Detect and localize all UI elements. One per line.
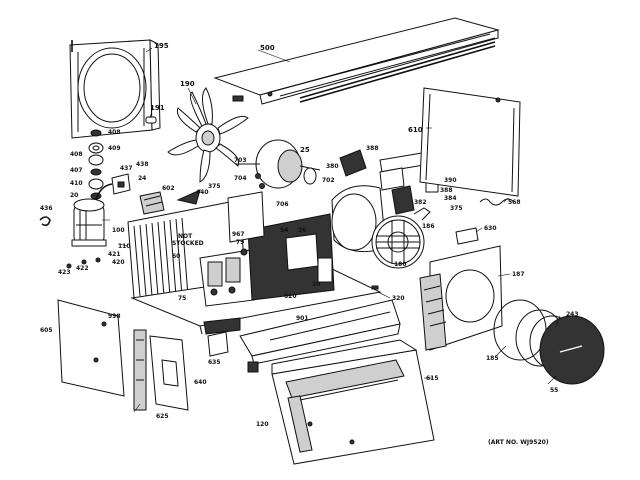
upper-right-parts <box>339 149 443 221</box>
label-436: 436 <box>40 205 53 212</box>
label-706: 706 <box>276 201 289 208</box>
label-110: 110 <box>118 243 131 250</box>
label-702: 702 <box>322 177 335 184</box>
part-440 <box>176 189 201 205</box>
label-422: 422 <box>76 265 89 272</box>
label-421: 421 <box>108 251 121 258</box>
label-180: 180 <box>394 261 407 268</box>
label-620: 620 <box>284 293 297 300</box>
label-605: 605 <box>40 327 53 334</box>
label-568: 568 <box>508 199 521 206</box>
label-703: 703 <box>234 157 247 164</box>
label-380: 380 <box>326 163 339 170</box>
label-10: 10 <box>312 281 320 288</box>
front-panel <box>271 339 435 465</box>
label-409: 409 <box>108 145 121 152</box>
label-437: 437 <box>120 165 133 172</box>
compressor <box>66 183 113 269</box>
label-407: 407 <box>70 167 83 174</box>
pad-602 <box>139 191 165 215</box>
label-967: 967 <box>232 231 245 238</box>
label-not: NOT <box>178 233 193 240</box>
label-901: 901 <box>296 315 309 322</box>
part-630 <box>455 227 479 245</box>
rear-grille-rings <box>493 299 605 385</box>
label-100: 100 <box>112 227 125 234</box>
bracket <box>111 173 131 195</box>
label-25: 25 <box>300 146 310 154</box>
label-382: 382 <box>414 199 427 206</box>
label-602: 602 <box>162 185 175 192</box>
label-423: 423 <box>58 269 71 276</box>
blower-assembly <box>331 185 425 269</box>
art-number: (ART NO. WJ9520) <box>488 439 549 446</box>
clip <box>39 216 51 227</box>
label-20: 20 <box>70 192 78 199</box>
label-79: 79 <box>236 239 244 246</box>
label-388a: 388 <box>366 145 379 152</box>
label-190: 190 <box>180 80 195 88</box>
label-191: 191 <box>150 104 165 112</box>
label-420: 420 <box>112 259 125 266</box>
label-390: 390 <box>444 177 457 184</box>
label-625: 625 <box>156 413 169 420</box>
label-440: 440 <box>196 189 209 196</box>
label-243: 243 <box>566 311 579 318</box>
lower-left-parts <box>133 329 259 411</box>
label-stocked: STOCKED <box>172 240 204 247</box>
label-998: 998 <box>108 313 121 320</box>
control-box <box>199 248 255 307</box>
label-615: 615 <box>426 375 439 382</box>
fan-blade <box>167 87 249 183</box>
partition-panel <box>227 191 335 301</box>
label-408b: 408 <box>70 151 83 158</box>
shroud-panel <box>69 39 161 139</box>
label-36: 36 <box>298 227 306 234</box>
label-60: 60 <box>172 253 180 260</box>
front-frame <box>239 285 401 365</box>
label-635: 635 <box>208 359 221 366</box>
label-375b: 375 <box>450 205 463 212</box>
label-195: 195 <box>154 42 169 50</box>
label-75: 75 <box>178 295 186 302</box>
label-187: 187 <box>512 271 525 278</box>
label-375a: 375 <box>208 183 221 190</box>
label-24: 24 <box>138 175 146 182</box>
side-panel-610 <box>419 87 521 197</box>
label-500: 500 <box>260 44 275 52</box>
side-panel-605 <box>57 299 125 397</box>
label-384: 384 <box>444 195 457 202</box>
label-640: 640 <box>194 379 207 386</box>
frame-187 <box>419 245 503 351</box>
label-630: 630 <box>484 225 497 232</box>
label-388b: 388 <box>440 187 453 194</box>
leader-lines <box>102 47 561 413</box>
part-labels: 195 500 190 191 408 408 409 407 410 20 4… <box>40 42 579 428</box>
label-704: 704 <box>234 175 247 182</box>
label-55: 55 <box>550 387 558 394</box>
label-54: 54 <box>280 227 288 234</box>
label-410: 410 <box>70 180 83 187</box>
label-610: 610 <box>408 126 423 134</box>
label-120: 120 <box>256 421 269 428</box>
label-408a: 408 <box>108 129 121 136</box>
label-185: 185 <box>486 355 499 362</box>
fan-motor <box>236 139 321 189</box>
top-cover <box>213 17 500 105</box>
spring <box>479 198 515 206</box>
label-320: 320 <box>392 295 405 302</box>
label-186: 186 <box>422 223 435 230</box>
label-438: 438 <box>136 161 149 168</box>
